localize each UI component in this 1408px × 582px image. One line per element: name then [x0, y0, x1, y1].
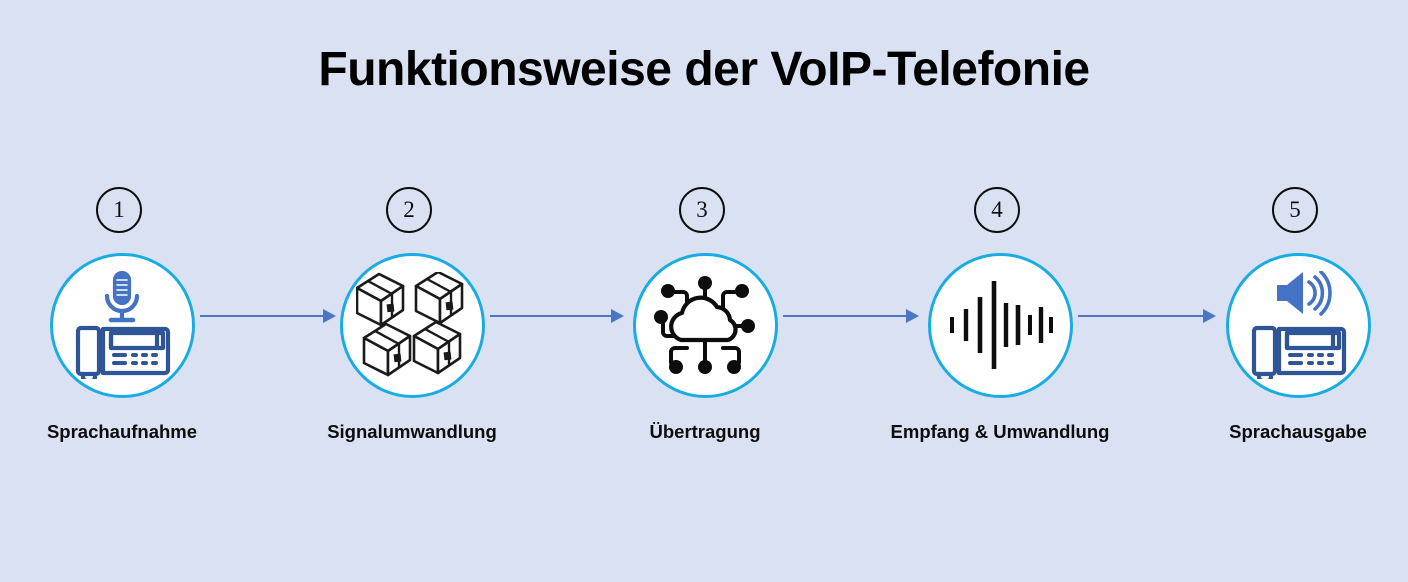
desk-phone-with-microphone-icon: [75, 271, 171, 379]
step-label: Sprachausgabe: [1229, 421, 1367, 442]
arrow-shaft: [490, 315, 612, 317]
step-number-badge: 1: [96, 187, 142, 233]
step-1[interactable]: 1: [0, 0, 272, 582]
arrow-shaft: [1078, 315, 1204, 317]
arrow-connector-3-4: [783, 309, 919, 323]
desk-phone-with-speaker-icon: [1251, 271, 1347, 379]
page-title: Funktionsweise der VoIP-Telefonie: [318, 43, 1090, 96]
step-icon-circle[interactable]: [927, 252, 1073, 398]
step-icon-circle[interactable]: [1225, 252, 1371, 398]
arrow-connector-2-3: [490, 309, 624, 323]
data-packets-boxes-icon: [356, 272, 464, 377]
arrow-head-icon: [611, 309, 624, 323]
step-icon-circle[interactable]: [632, 252, 778, 398]
step-number-badge: 3: [679, 187, 725, 233]
step-icon-circle[interactable]: [49, 252, 195, 398]
cloud-shape: [669, 295, 738, 343]
step-5[interactable]: 5: [1148, 0, 1408, 582]
step-3[interactable]: 3 Übertragung: [555, 0, 855, 582]
step-2[interactable]: 2 Signalumwandlung: [262, 0, 562, 582]
audio-waveform-icon: [950, 281, 1053, 369]
arrow-shaft: [200, 315, 324, 317]
speaker-icon: [1277, 271, 1332, 316]
arrow-head-icon: [1203, 309, 1216, 323]
arrow-connector-4-5: [1078, 309, 1216, 323]
step-number-badge: 4: [974, 187, 1020, 233]
cloud-network-icon: [654, 276, 755, 374]
arrow-head-icon: [323, 309, 336, 323]
arrow-shaft: [783, 315, 907, 317]
step-label: Signalumwandlung: [327, 421, 497, 442]
step-4[interactable]: 4 Empfang & Umwandlung: [850, 0, 1150, 582]
step-label: Übertragung: [649, 421, 761, 442]
step-label: Sprachaufnahme: [46, 421, 198, 442]
step-number-badge: 5: [1272, 187, 1318, 233]
step-number-badge: 2: [386, 187, 432, 233]
arrow-connector-1-2: [200, 309, 336, 323]
step-icon-circle[interactable]: [339, 252, 485, 398]
step-label: Empfang & Umwandlung: [890, 421, 1110, 442]
arrow-head-icon: [906, 309, 919, 323]
